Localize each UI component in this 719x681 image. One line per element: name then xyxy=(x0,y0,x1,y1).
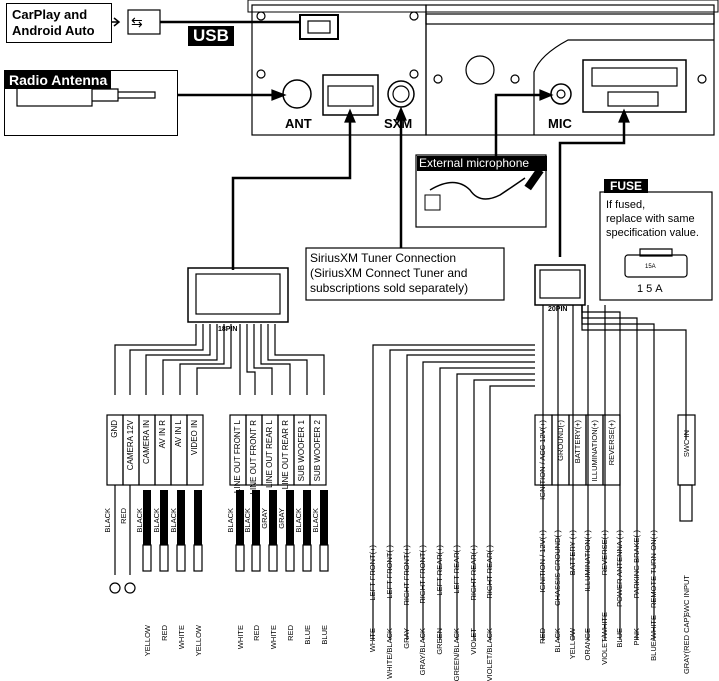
wire-color: BLACK xyxy=(294,508,303,533)
wire-color: BLACK xyxy=(311,508,320,533)
wire-color: GRAY xyxy=(260,508,269,529)
pin-label: VIDEO IN xyxy=(190,420,199,456)
mic-label: MIC xyxy=(548,116,572,131)
box-label: ILLUMINATION(+) xyxy=(590,420,599,482)
radio-antenna-box: Radio Antenna xyxy=(4,70,178,136)
wire-function: IGNITION / 12V(+) xyxy=(538,530,547,593)
wire-color: BLACK xyxy=(103,508,112,533)
pin-label: LINE OUT REAR R xyxy=(281,420,290,490)
pin-label: GND xyxy=(110,420,119,438)
plug-color: WHITE xyxy=(269,625,278,650)
head-unit-right-panel xyxy=(425,4,715,136)
wire-function: REVERSE(+) xyxy=(600,530,609,576)
20pin-label: 20PIN xyxy=(548,306,568,313)
wire-color: BLACK xyxy=(226,508,235,533)
wire-color: VIOLET xyxy=(469,628,478,655)
pin-label: CAMERA 12V xyxy=(126,420,135,471)
wire-color: BLACK xyxy=(135,508,144,533)
fuse-text: If fused, replace with same specificatio… xyxy=(606,199,699,239)
wire-function: ILLUMINATION(+) xyxy=(583,530,592,592)
wire-color: BLUE xyxy=(615,628,624,648)
fuse-title: FUSE xyxy=(604,179,649,193)
ant-label: ANT xyxy=(285,116,312,131)
wire-color: WHITE xyxy=(368,628,377,653)
plug-color: YELLOW xyxy=(194,625,203,657)
plug-color: RED xyxy=(286,625,295,641)
wire-color: GREEN/BLACK xyxy=(452,628,461,681)
pin-label: SUB WOOFER 1 xyxy=(297,420,306,482)
pin-label: AV IN R xyxy=(158,420,167,449)
wire-color: RED xyxy=(538,628,547,644)
wire-function: RIGHT REAR(-) xyxy=(485,545,494,599)
plug-color: BLUE xyxy=(320,625,329,645)
wire-color: BLUE/WHITE xyxy=(649,615,658,661)
pin-label: LINE OUT FRONT L xyxy=(233,420,242,494)
wire-function: RIGHT REAR(+) xyxy=(469,545,478,601)
wire-function: LEFT REAR(-) xyxy=(452,545,461,594)
fuse-rating: 15A xyxy=(637,283,666,295)
plug-color: RED xyxy=(252,625,261,641)
swc-label: SWC IN xyxy=(682,430,691,458)
wire-color: GRAY xyxy=(402,628,411,649)
wire-function: CHASSIS GROUND(-) xyxy=(553,530,562,606)
sxm-label: SXM xyxy=(384,116,413,131)
pin-label: LINE OUT FRONT R xyxy=(249,420,258,495)
carplay-label: CarPlay and Android Auto xyxy=(6,3,112,43)
pin-label: AV IN L xyxy=(174,420,183,447)
wire-color: GRAY(RED CAP) xyxy=(682,615,691,675)
wire-color: BLACK xyxy=(553,628,562,653)
wire-color: RED xyxy=(119,508,128,524)
wire-color: BLACK xyxy=(243,508,252,533)
box-label: GROUND(-) xyxy=(556,420,565,461)
wire-color: WHITE/BLACK xyxy=(385,628,394,679)
wire-function: PARKING BRAKE(-) xyxy=(632,530,641,599)
plug-color: YELLOW xyxy=(143,625,152,657)
wire-color: YELLOW xyxy=(568,628,577,660)
box-label: IGNITION / ACC 12V(+) xyxy=(538,420,547,500)
wire-function: SWC INPUT xyxy=(682,575,691,618)
wire-function: REMOTE TURN-ON(+) xyxy=(649,530,658,608)
radio-antenna-label: Radio Antenna xyxy=(5,71,112,89)
pin-label: CAMERA IN xyxy=(142,420,151,465)
box-label: BATTERY(+) xyxy=(573,420,582,464)
wire-color: GREEN xyxy=(435,628,444,655)
fuse-small-rating: 15A xyxy=(645,264,656,270)
wire-color: GRAY xyxy=(277,508,286,529)
pin-label: SUB WOOFER 2 xyxy=(313,420,322,482)
wire-function: LEFT REAR(+) xyxy=(435,545,444,596)
wire-function: LEFT FRONT(-) xyxy=(385,545,394,599)
usb-label: USB xyxy=(188,26,234,46)
wire-color: BLACK xyxy=(169,508,178,533)
wire-function: BATTERY (+) xyxy=(568,530,577,576)
usb-icon: ⇆ xyxy=(131,14,143,30)
wire-color: VIOLET/WHITE xyxy=(600,612,609,665)
plug-color: WHITE xyxy=(177,625,186,650)
wire-function: POWER ANTENNA (+) xyxy=(615,530,624,607)
external-microphone-label: External microphone xyxy=(417,156,547,171)
wire-color: BLACK xyxy=(152,508,161,533)
wire-color: GRAY/BLACK xyxy=(418,628,427,676)
wiring-diagram-graphics xyxy=(16,0,719,640)
siriusxm-label: SiriusXM Tuner Connection (SiriusXM Conn… xyxy=(310,251,469,295)
wire-function: LEFT FRONT(+) xyxy=(368,545,377,601)
wire-function: RIGHT FRONT(-) xyxy=(418,545,427,604)
box-label: REVERSE(+) xyxy=(607,420,616,466)
wire-function: RIGHT FRONT(+) xyxy=(402,545,411,606)
wire-color: PINK xyxy=(632,628,641,646)
18pin-label: 18PIN xyxy=(218,326,238,333)
plug-color: BLUE xyxy=(303,625,312,645)
wire-color: VIOLET/BLACK xyxy=(485,628,494,681)
pin-label: LINE OUT REAR L xyxy=(265,420,274,488)
plug-color: WHITE xyxy=(236,625,245,650)
wire-color: ORANGE xyxy=(583,628,592,661)
plug-color: RED xyxy=(160,625,169,641)
